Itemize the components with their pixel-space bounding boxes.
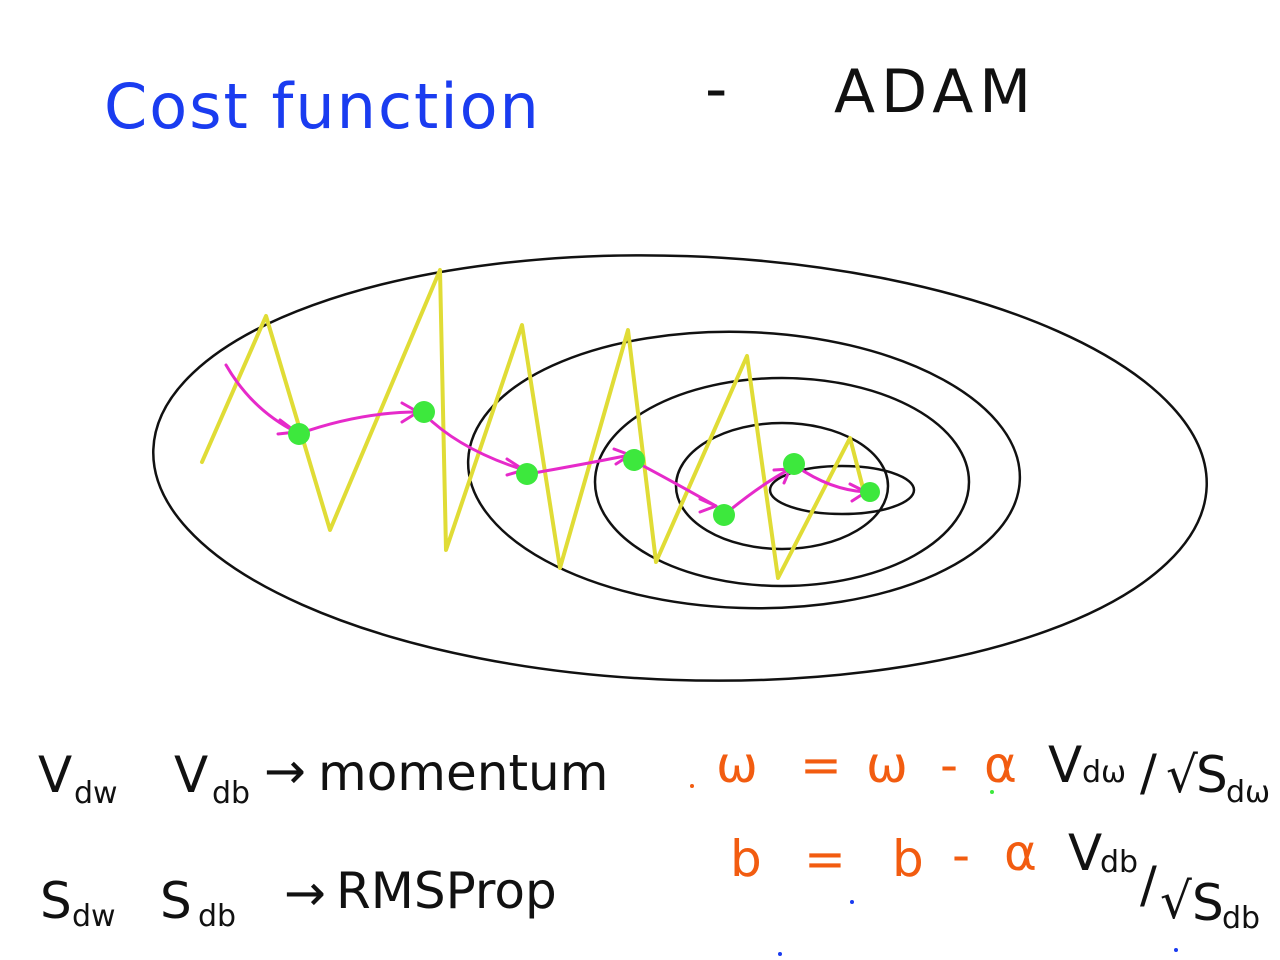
momentum-label: momentum xyxy=(318,744,608,802)
note-momentum: V dw V db → momentum xyxy=(38,742,608,811)
v-dw-sub: dw xyxy=(74,776,118,811)
formula-b-den: S xyxy=(1192,874,1224,932)
step-dot xyxy=(516,463,538,485)
formula-w-den-sub: dω xyxy=(1226,775,1270,810)
note-rmsprop: S dw S db → RMSProp xyxy=(40,862,557,934)
formula-w-update: ω = ω - α V dω / √ S dω xyxy=(716,736,1270,810)
formula-w-alpha: α xyxy=(984,736,1017,794)
formula-b-update: b = b - α V db / √ S db xyxy=(730,824,1260,936)
formula-w-eq: = xyxy=(800,736,842,794)
formula-b-slash: / xyxy=(1140,856,1157,914)
contour-outer xyxy=(152,254,1208,682)
stray-dot xyxy=(690,784,694,788)
step-dot xyxy=(860,482,880,502)
path-segment-2 xyxy=(296,410,420,436)
formula-b-den-sub: db xyxy=(1222,901,1260,936)
contour-third xyxy=(593,376,971,588)
v-db-sub: db xyxy=(212,776,250,811)
contour-inner xyxy=(768,464,916,516)
step-dot xyxy=(783,453,805,475)
contour-ellipses xyxy=(152,254,1208,682)
rmsprop-label: RMSProp xyxy=(336,862,557,920)
step-dot xyxy=(413,401,435,423)
stray-dot xyxy=(1174,948,1178,952)
step-dot xyxy=(623,449,645,471)
s-dw-sub: dw xyxy=(72,899,116,934)
oscillating-gradient-path xyxy=(200,268,866,580)
contour-second xyxy=(466,330,1022,610)
s-dw-main: S xyxy=(40,872,72,930)
formula-b-minus: - xyxy=(952,826,970,884)
path-segment-4 xyxy=(526,453,632,476)
formula-w-lhs: ω xyxy=(716,736,758,794)
formula-w-sqrt: √ xyxy=(1166,746,1198,804)
formula-b-num: V xyxy=(1068,824,1102,882)
contour-fourth xyxy=(674,421,890,551)
formula-b-sqrt: √ xyxy=(1160,872,1192,930)
stray-dots xyxy=(690,784,1178,956)
title-adam: ADAM xyxy=(834,57,1037,127)
formula-w-num: V xyxy=(1048,736,1082,794)
title-dash: - xyxy=(705,52,729,125)
formula-b-eq: = xyxy=(804,830,846,888)
step-dots xyxy=(288,401,880,526)
step-dot xyxy=(288,423,310,445)
v-db-main: V xyxy=(174,746,208,804)
formula-w-den: S xyxy=(1196,746,1228,804)
formula-w-minus: - xyxy=(940,736,958,794)
s-db-main: S xyxy=(160,872,192,930)
stray-dot xyxy=(850,900,854,904)
v-dw-main: V xyxy=(38,746,72,804)
momentum-arrow: → xyxy=(264,742,306,800)
formula-b-num-sub: db xyxy=(1100,845,1138,880)
step-dot xyxy=(713,504,735,526)
formula-b-lhs: b xyxy=(730,830,762,888)
path-segment-6 xyxy=(722,467,792,517)
s-db-sub: db xyxy=(198,899,236,934)
stray-dot xyxy=(990,790,994,794)
formula-w-rhs: ω xyxy=(866,736,908,794)
stray-dot xyxy=(778,952,782,956)
title-cost-function: Cost function xyxy=(104,70,541,143)
rmsprop-arrow: → xyxy=(284,864,326,922)
formula-w-num-sub: dω xyxy=(1082,755,1126,790)
path-segment-3 xyxy=(422,412,526,472)
arrow-head-5 xyxy=(698,497,718,514)
formula-b-alpha: α xyxy=(1004,824,1037,882)
formula-b-rhs: b xyxy=(892,830,924,888)
formula-w-slash: / xyxy=(1140,744,1157,802)
